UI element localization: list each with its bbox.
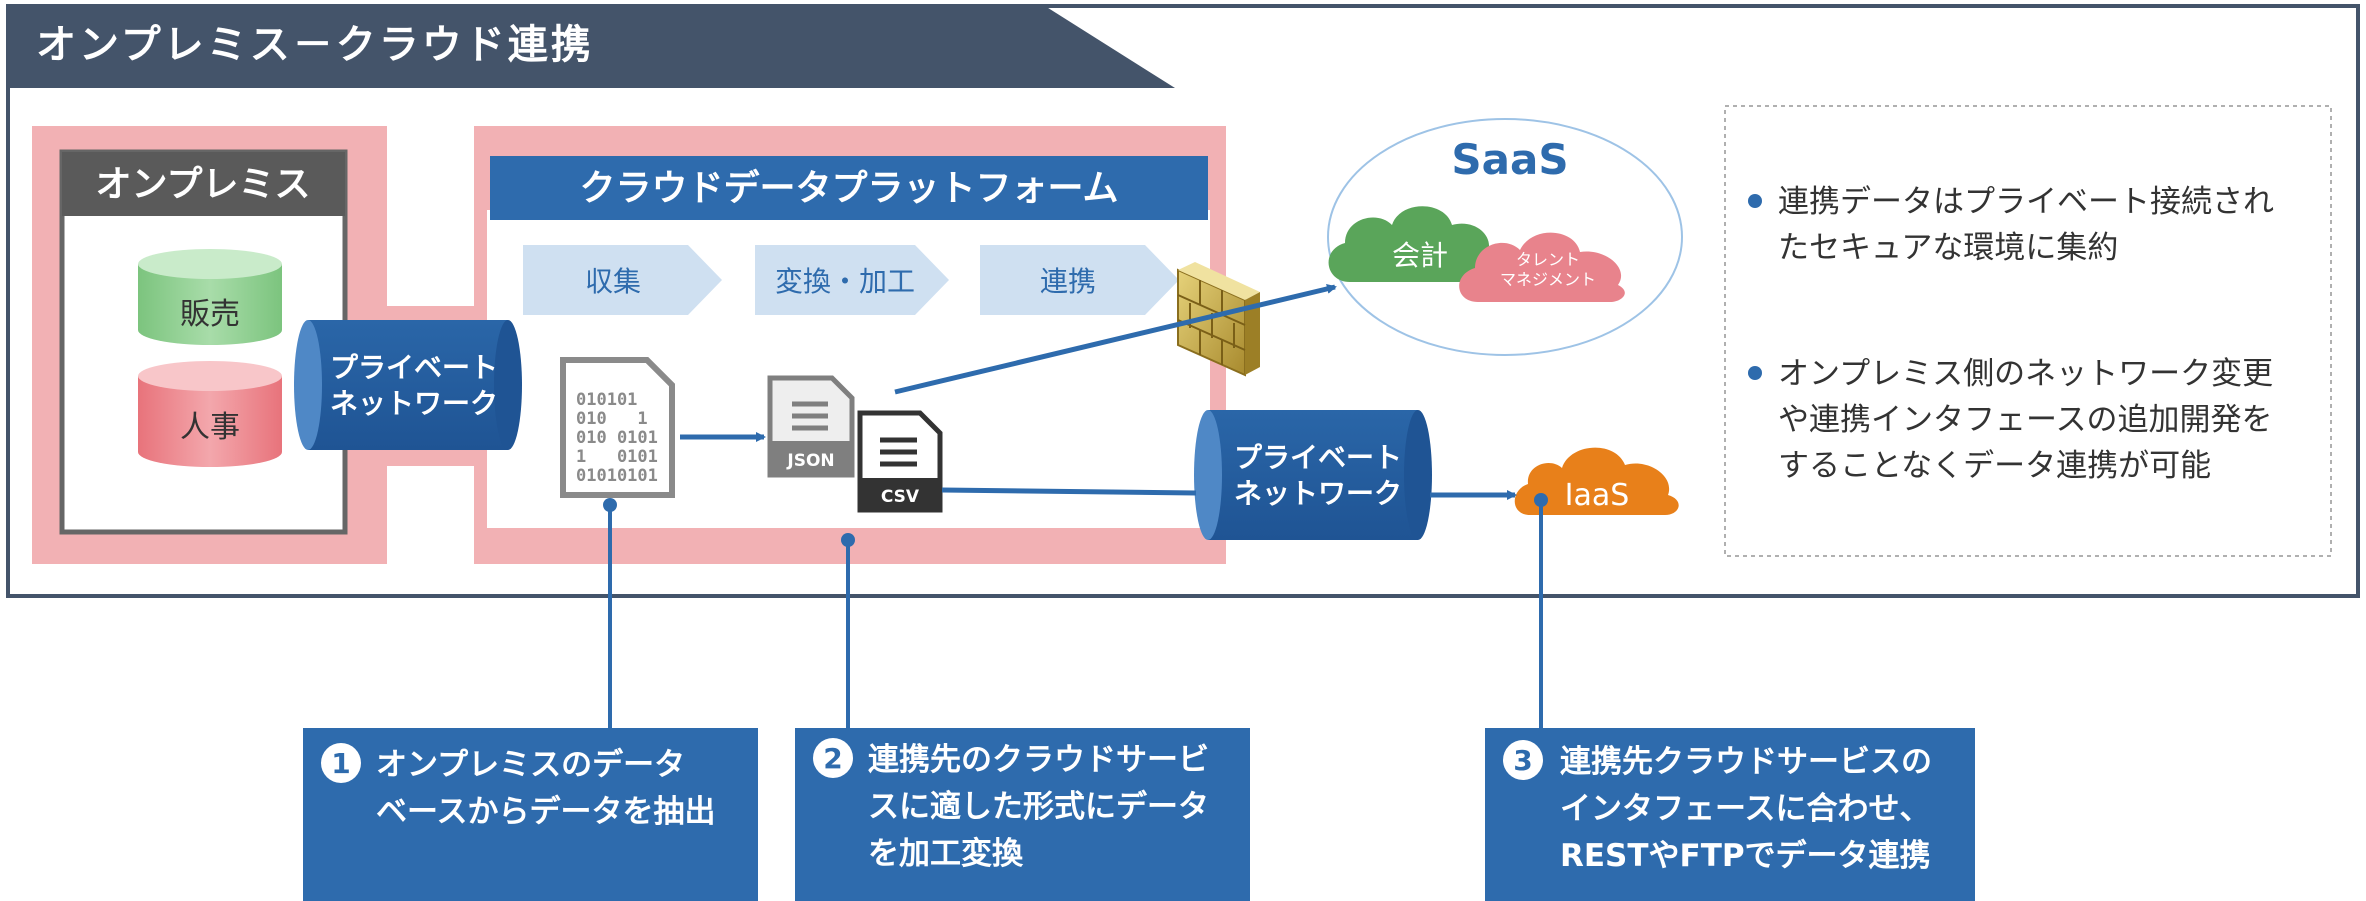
database-sales-shape (138, 249, 282, 345)
saas-label: SaaS (1451, 135, 1568, 184)
iaas-label: IaaS (1565, 478, 1630, 513)
private-network-right-line-1: プライベート (1234, 441, 1402, 474)
private-network-left-line-2: ネットワーク (330, 387, 498, 420)
callout-number-badge-1 (321, 743, 361, 783)
callout-number-1: 1 (331, 747, 350, 780)
platform-label: クラウドデータプラットフォーム (580, 167, 1119, 209)
saas-boundary (1327, 118, 1683, 356)
talent-label-line-1: タレント (1516, 250, 1580, 269)
private-network-left-line-1: プライベート (330, 351, 498, 384)
callout-2-line-1: 連携先のクラウドサービ (868, 742, 1209, 778)
binary-row-4: 1 0101 (576, 447, 658, 467)
binary-row-5: 01010101 (576, 466, 658, 486)
json-file-icon (767, 375, 855, 478)
accounting-cloud-shape (1328, 206, 1493, 282)
leader-dot-3 (1534, 493, 1548, 507)
step-chevron-3 (980, 245, 1179, 315)
binary-row-3: 010 0101 (576, 428, 658, 448)
callout-box-2 (795, 728, 1250, 901)
note-2-line-3: することなくデータ連携が可能 (1778, 448, 2211, 484)
private-network-pipe-left (294, 320, 522, 450)
callout-number-2: 2 (823, 742, 842, 775)
note-1-line-1: 連携データはプライベート接続され (1778, 184, 2274, 220)
leader-dot-1 (603, 498, 617, 512)
platform-header (490, 156, 1208, 220)
firewall-icon (1177, 262, 1260, 377)
callout-2-line-3: を加工変換 (868, 836, 1024, 872)
callout-3-line-3: RESTやFTPでデータ連携 (1560, 838, 1931, 874)
step-label-transform: 変換・加工 (775, 265, 915, 298)
callout-3-line-2: インタフェースに合わせ、 (1560, 791, 1930, 827)
binary-row-1: 010101 (576, 390, 637, 410)
note-2-line-1: オンプレミス側のネットワーク変更 (1778, 356, 2273, 392)
arrow-json-to-saas (894, 283, 1337, 395)
step-chevron-2 (755, 245, 949, 315)
callout-3-line-1: 連携先クラウドサービスの (1560, 744, 1932, 780)
talent-cloud-shape (1459, 232, 1625, 302)
accounting-label: 会計 (1392, 239, 1448, 272)
binary-file-icon (560, 357, 675, 498)
callout-box-3 (1485, 728, 1975, 901)
private-network-pipe-right (1194, 410, 1432, 540)
csv-label: CSV (881, 487, 920, 507)
notes-box (1724, 105, 2332, 557)
callout-number-badge-3 (1503, 740, 1543, 780)
note-bullet-2 (1748, 366, 1762, 380)
leader-dot-2 (841, 533, 855, 547)
step-label-collect: 収集 (585, 265, 641, 298)
title-banner (8, 6, 1175, 88)
private-network-right-line-2: ネットワーク (1234, 477, 1402, 510)
note-bullet-1 (1748, 194, 1762, 208)
database-hr-label: 人事 (180, 410, 240, 445)
step-chevron-1 (523, 245, 722, 315)
binary-row-2: 010 1 (576, 409, 648, 429)
note-1-line-2: たセキュアな環境に集約 (1778, 230, 2118, 266)
callout-1-line-2: ベースからデータを抽出 (376, 794, 715, 830)
talent-label-line-2: マネジメント (1500, 270, 1596, 289)
onprem-label: オンプレミス (96, 164, 311, 205)
callout-2-line-2: スに適した形式にデータ (868, 789, 1209, 825)
callout-box-1 (303, 728, 758, 901)
iaas-cloud-shape (1514, 447, 1679, 515)
onprem-header (62, 152, 345, 216)
callout-number-3: 3 (1513, 744, 1532, 777)
page-title: オンプレミス－クラウド連携 (36, 22, 594, 68)
database-sales-label: 販売 (180, 297, 240, 332)
csv-file-icon (857, 410, 943, 513)
json-label: JSON (786, 451, 834, 471)
step-label-integrate: 連携 (1040, 265, 1096, 298)
note-2-line-2: や連携インタフェースの追加開発を (1778, 402, 2272, 438)
callout-1-line-1: オンプレミスのデータ (376, 747, 685, 783)
callout-number-badge-2 (813, 738, 853, 778)
line-csv-to-pipe (941, 487, 1197, 496)
database-hr-shape (138, 361, 282, 467)
